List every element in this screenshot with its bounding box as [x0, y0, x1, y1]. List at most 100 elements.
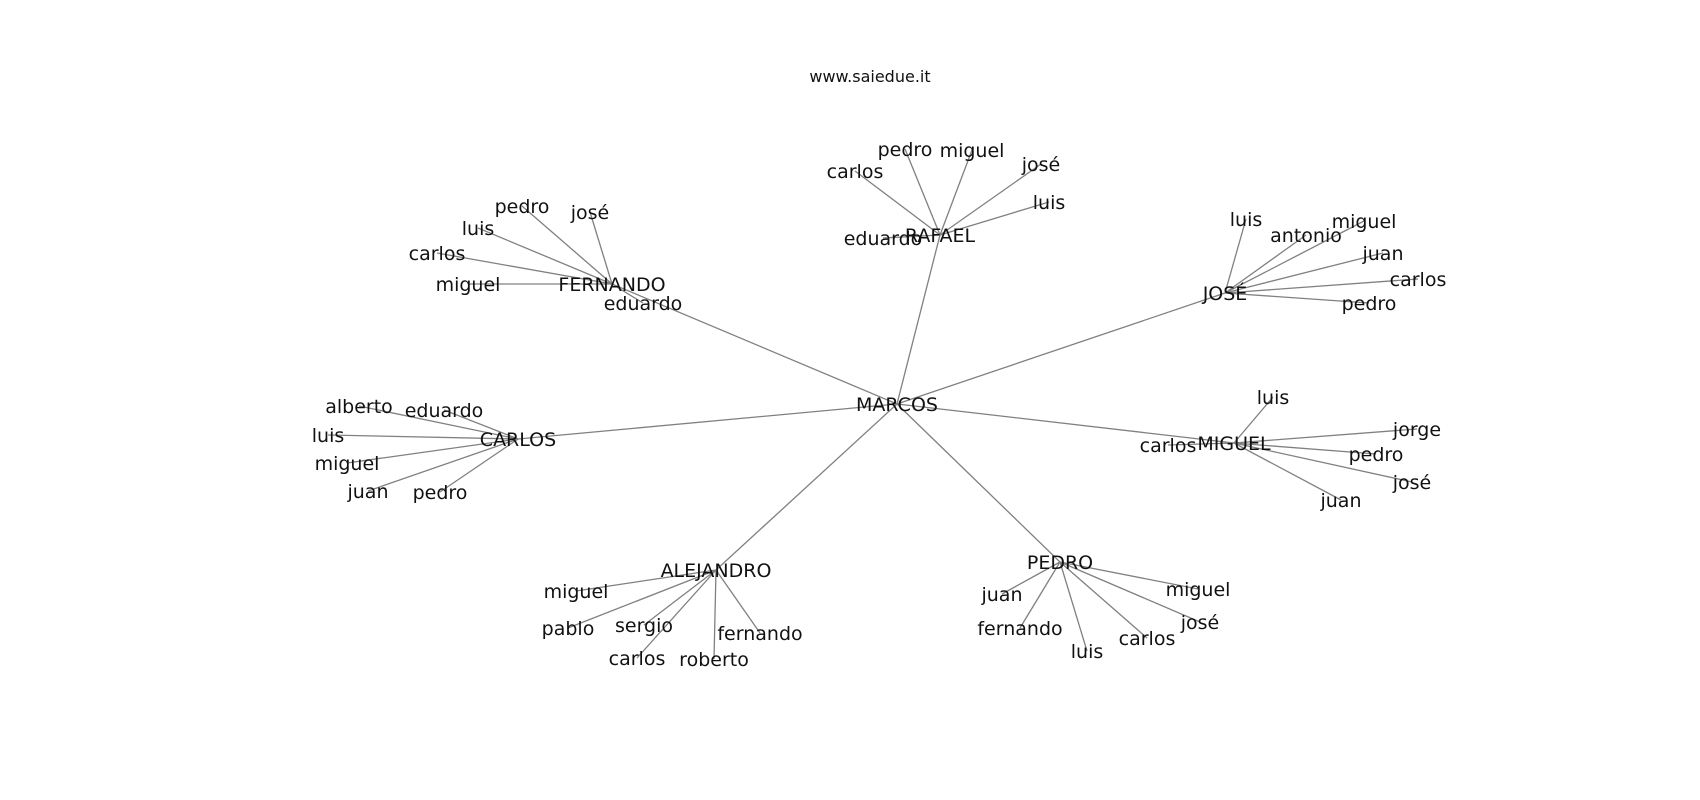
edge-center-to-hub-0 [611, 283, 898, 405]
hub-node-label: PEDRO [1027, 552, 1093, 574]
edge-hub-5-to-leaf-0 [575, 569, 717, 592]
edge-hub-4-to-leaf-5 [1233, 442, 1342, 501]
leaf-node-label: sergio [615, 615, 673, 637]
leaf-node-label: josé [1392, 472, 1432, 494]
leaf-node-label: carlos [609, 648, 666, 670]
edge-hub-2-to-leaf-4 [1224, 278, 1419, 294]
edge-hub-3-to-leaf-2 [327, 434, 519, 440]
leaf-node-label: miguel [1332, 211, 1397, 233]
leaf-node-label: fernando [977, 618, 1062, 640]
edge-hub-3-to-leaf-1 [443, 409, 519, 440]
leaf-node-label: pedro [413, 482, 468, 504]
edge-hub-1-to-leaf-2 [854, 170, 941, 236]
edge-hub-6-to-leaf-4 [1059, 561, 1148, 639]
leaf-node-label: miguel [544, 581, 609, 603]
edge-hub-6-to-leaf-1 [1059, 561, 1199, 590]
leaf-node-label: roberto [679, 649, 749, 671]
hub-node-label: JOSÉ [1202, 282, 1248, 305]
hub-node-label: FERNANDO [558, 274, 665, 296]
leaf-node-label: carlos [409, 243, 466, 265]
leaf-node-label: luis [1230, 209, 1263, 231]
edge-center-to-hub-5 [715, 403, 898, 571]
edge-hub-1-to-leaf-0 [904, 148, 941, 236]
edge-hub-0-to-leaf-3 [436, 252, 613, 285]
leaf-node-label: miguel [315, 453, 380, 475]
edge-hub-1-to-leaf-3 [939, 163, 1042, 236]
edge-hub-3-to-leaf-5 [439, 438, 519, 493]
leaf-node-label: carlos [1390, 269, 1447, 291]
edge-center-to-hub-4 [896, 403, 1235, 444]
leaf-node-label: carlos [1140, 435, 1197, 457]
node-labels: MARCOS FERNANDO pedro josé luis carlos miguel e… [312, 139, 1447, 671]
edge-center-to-hub-3 [517, 403, 898, 440]
leaf-node-label: juan [980, 584, 1022, 606]
edge-hub-5-to-leaf-5 [713, 569, 717, 660]
edge-hub-3-to-leaf-3 [346, 438, 519, 464]
leaf-node-label: luis [1033, 192, 1066, 214]
edge-hub-5-to-leaf-2 [643, 569, 717, 626]
leaf-node-label: luis [462, 218, 495, 240]
edge-hub-5-to-leaf-4 [636, 569, 717, 659]
edge-hub-6-to-leaf-5 [1059, 561, 1088, 652]
leaf-node-label: juan [346, 481, 388, 503]
leaf-node-label: miguel [1166, 579, 1231, 601]
edge-hub-4-to-leaf-2 [1167, 442, 1235, 446]
edge-hub-1-to-leaf-1 [939, 149, 973, 236]
leaf-node-label: luis [312, 425, 345, 447]
leaf-node-label: pedro [495, 196, 550, 218]
edge-hub-4-to-leaf-1 [1233, 428, 1418, 444]
center-node-label: MARCOS [856, 394, 938, 416]
hub-node-label: MIGUEL [1197, 433, 1271, 455]
edge-hub-2-to-leaf-3 [1224, 252, 1384, 294]
edge-hub-0-to-leaf-1 [589, 211, 613, 285]
leaf-node-label: juan [1361, 243, 1403, 265]
leaf-node-label: eduardo [405, 400, 484, 422]
edge-hub-2-to-leaf-5 [1224, 292, 1370, 304]
leaf-node-label: jorge [1392, 419, 1441, 441]
hub-node-label: CARLOS [480, 429, 556, 451]
edge-hub-5-to-leaf-1 [567, 569, 717, 629]
edge-hub-5-to-leaf-3 [715, 569, 761, 634]
leaf-node-label: pedro [878, 139, 933, 161]
leaf-node-label: eduardo [604, 293, 683, 315]
leaf-node-label: juan [1319, 490, 1361, 512]
leaf-node-label: carlos [1119, 628, 1176, 650]
edge-hub-3-to-leaf-0 [358, 405, 519, 440]
edge-hub-4-to-leaf-0 [1233, 396, 1274, 444]
leaf-node-label: pedro [1349, 444, 1404, 466]
leaf-node-label: carlos [827, 161, 884, 183]
leaf-node-label: josé [1180, 612, 1220, 634]
leaf-node-label: luis [1071, 641, 1104, 663]
leaf-node-label: miguel [436, 274, 501, 296]
edge-hub-4-to-leaf-3 [1233, 442, 1377, 455]
edge-hub-4-to-leaf-4 [1233, 442, 1413, 483]
leaf-node-label: pablo [542, 618, 595, 640]
edge-center-to-hub-2 [896, 292, 1226, 405]
leaf-node-label: josé [1021, 154, 1061, 176]
edge-hub-0-to-leaf-0 [521, 205, 613, 285]
edge-hub-1-to-leaf-4 [939, 201, 1050, 236]
hub-node-label: RAFAEL [905, 225, 976, 247]
leaf-node-label: luis [1257, 387, 1290, 409]
leaf-node-label: josé [570, 202, 610, 224]
edge-hub-0-to-leaf-2 [477, 227, 613, 285]
leaf-node-label: pedro [1342, 293, 1397, 315]
edge-center-to-hub-6 [896, 403, 1061, 563]
leaf-node-label: alberto [325, 396, 393, 418]
hub-node-label: ALEJANDRO [661, 560, 772, 582]
edge-hub-6-to-leaf-2 [1019, 561, 1061, 629]
edge-center-to-hub-1 [896, 234, 941, 405]
leaf-node-label: eduardo [844, 228, 923, 250]
edges [327, 148, 1419, 660]
edge-hub-2-to-leaf-2 [1224, 220, 1365, 294]
edge-hub-6-to-leaf-0 [1001, 561, 1061, 595]
leaf-node-label: antonio [1270, 225, 1342, 247]
edge-hub-2-to-leaf-1 [1224, 234, 1307, 294]
edge-hub-3-to-leaf-4 [367, 438, 519, 492]
leaf-node-label: miguel [940, 140, 1005, 162]
edge-hub-1-to-leaf-5 [882, 234, 941, 239]
edge-hub-2-to-leaf-0 [1224, 218, 1247, 294]
edge-hub-0-to-leaf-5 [611, 283, 644, 304]
leaf-node-label: fernando [717, 623, 802, 645]
